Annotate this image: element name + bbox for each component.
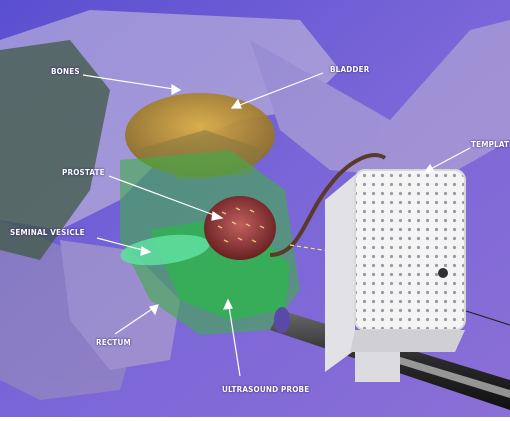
label-bones: BONES <box>51 67 80 76</box>
label-rectum: RECTUM <box>96 338 131 347</box>
template-shape <box>325 170 465 382</box>
label-seminal-vesicle: SEMINAL VESICLE <box>10 228 85 237</box>
label-template: TEMPLATE <box>471 140 510 149</box>
prostate-shape <box>204 196 276 260</box>
label-prostate: PROSTATE <box>62 168 105 177</box>
label-ultrasound-probe: ULTRASOUND PROBE <box>222 385 309 394</box>
label-bladder: BLADDER <box>330 65 369 74</box>
probe-tip-shape <box>274 307 290 333</box>
